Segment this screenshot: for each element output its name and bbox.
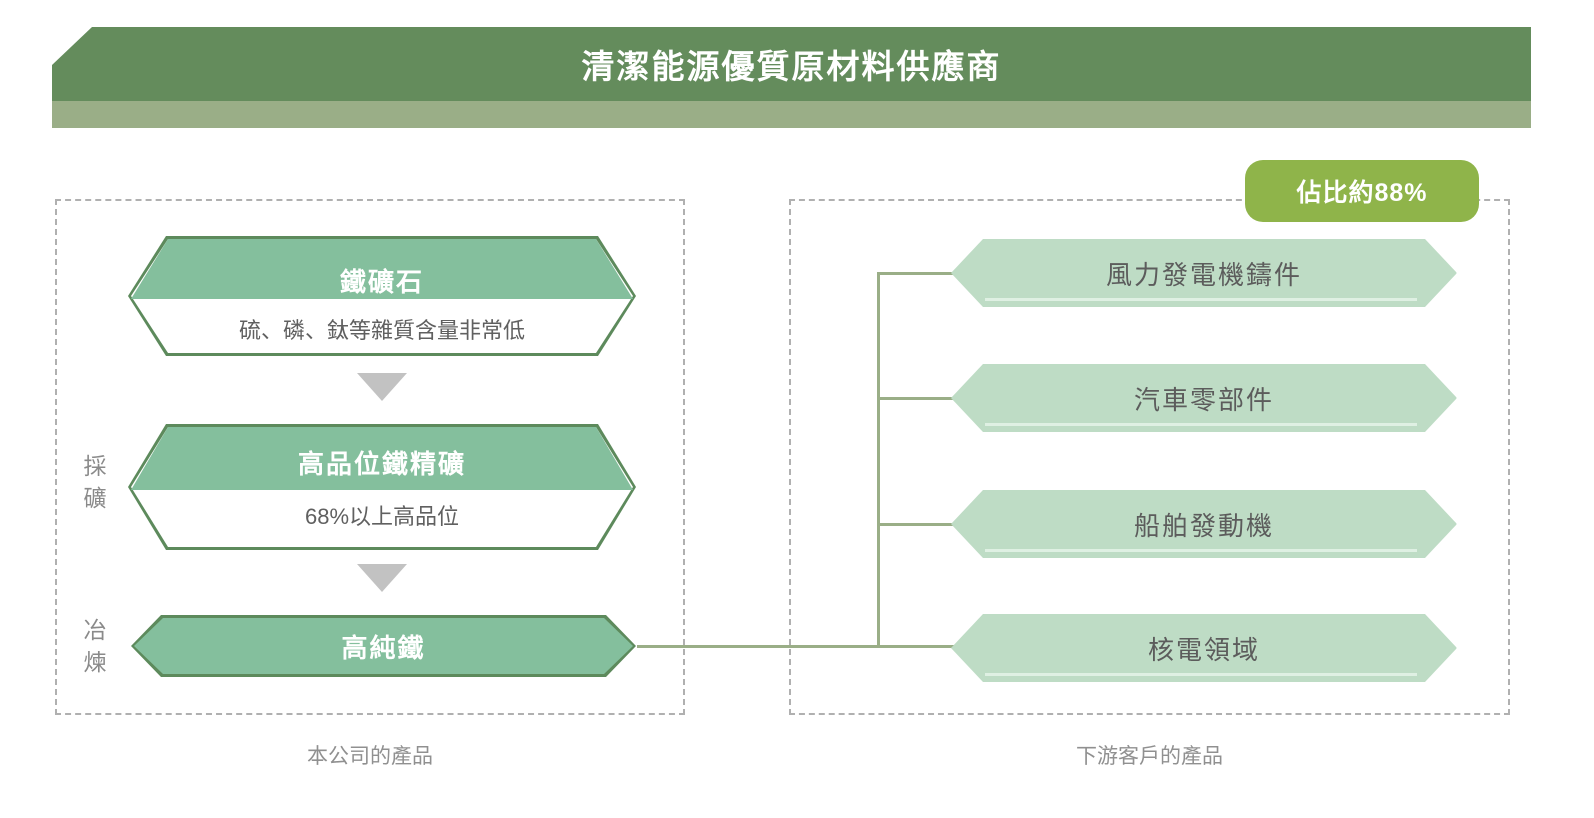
triangle-down-icon [357,564,407,592]
caption-own-products: 本公司的產品 [307,745,433,768]
card-title-band [131,427,633,490]
connector-branch-1 [877,272,955,275]
connector-branch-4 [877,645,955,648]
downstream-item-label: 汽車零部件 [1133,384,1274,415]
header-banner-body [52,27,1531,101]
region-downstream-products [789,199,1510,715]
page-title: 清潔能源優質原材料供應商 [581,48,1002,85]
caption-downstream-products: 下游客戶的產品 [1076,745,1223,768]
downstream-item-label: 風力發電機鑄件 [1105,259,1302,290]
product-card-title: 高純鐵 [341,632,426,663]
stage-label-smelting-char-1: 冶 [83,617,107,643]
share-percentage-badge: 佔比約88% [1245,160,1479,222]
card-fill [134,618,633,674]
stage-label-mining-char-1: 採 [83,453,107,479]
downstream-item-label: 船舶發動機 [1133,510,1274,541]
downstream-item-auto-parts[interactable]: 汽車零部件 [951,364,1457,432]
stage-label-smelting: 冶 煉 [80,614,110,678]
stage-label-mining-char-2: 礦 [83,485,107,511]
triangle-down-icon [357,373,407,401]
header-banner-shadow-strip [52,101,1531,128]
product-card-iron-ore[interactable]: 鐵礦石 硫、磷、鈦等雜質含量非常低 [128,236,636,356]
downstream-item-nuclear-power[interactable]: 核電領域 [951,614,1457,682]
connector-trunk-vertical [877,272,880,648]
stage-label-mining: 採 礦 [80,450,110,514]
connector-trunk-base [637,645,880,648]
downstream-item-wind-turbine-casting[interactable]: 風力發電機鑄件 [951,239,1457,307]
item-highlight-edge [951,490,1457,558]
item-highlight-edge [951,364,1457,432]
stage-label-smelting-char-2: 煉 [83,649,107,675]
downstream-item-marine-engine[interactable]: 船舶發動機 [951,490,1457,558]
item-highlight-edge [951,614,1457,682]
product-card-high-grade-concentrate[interactable]: 高品位鐵精礦 68%以上高品位 [128,424,636,550]
card-title-band [131,239,633,299]
region-own-products [55,199,685,715]
product-card-subtitle: 68%以上高品位 [304,504,460,529]
connector-branch-3 [877,523,955,526]
product-card-title: 鐵礦石 [339,267,424,297]
item-highlight-edge [951,239,1457,307]
product-card-subtitle: 硫、磷、鈦等雜質含量非常低 [238,318,525,343]
downstream-item-label: 核電領域 [1147,634,1260,665]
header-banner: 清潔能源優質原材料供應商 [52,27,1531,128]
connector-branch-2 [877,397,955,400]
product-card-high-purity-iron[interactable]: 高純鐵 [131,615,636,677]
product-card-title: 高品位鐵精礦 [297,449,466,479]
